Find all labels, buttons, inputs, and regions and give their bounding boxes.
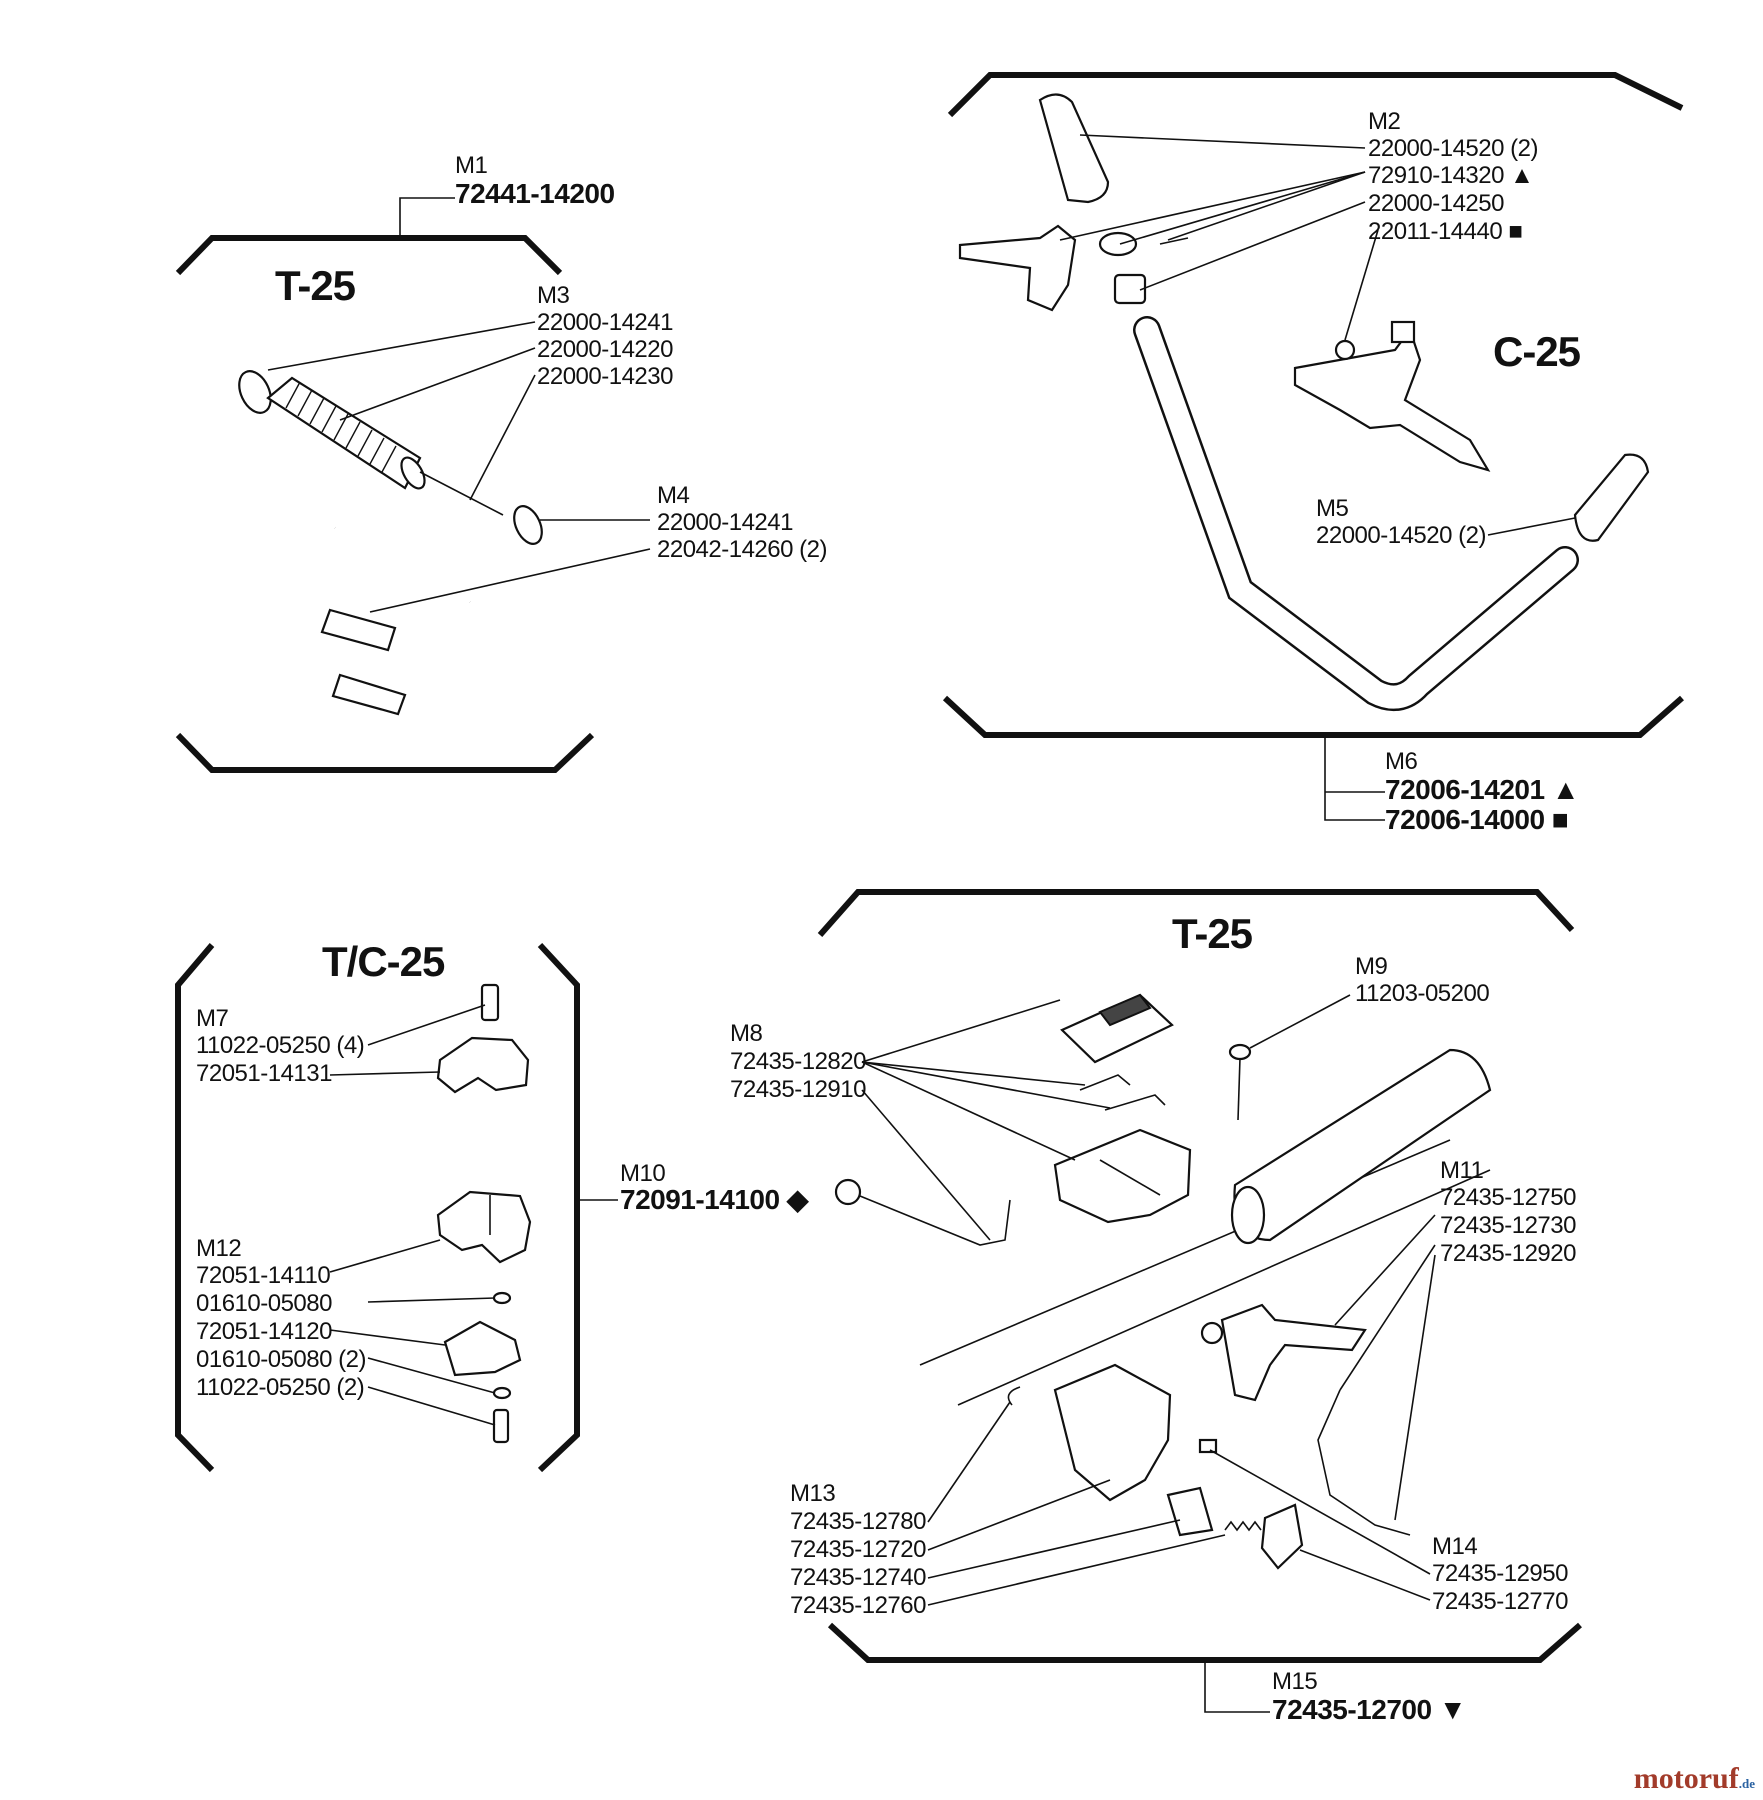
m3-id: M3 bbox=[537, 282, 570, 309]
m8-part-1: 72435-12820 bbox=[730, 1048, 866, 1075]
m9-screw bbox=[1228, 1043, 1252, 1121]
spring-pin bbox=[1166, 1486, 1304, 1570]
control-lever-c25 bbox=[1293, 320, 1491, 472]
hose-clamp-left bbox=[238, 370, 272, 414]
frame-top-left bbox=[175, 235, 595, 773]
ribbed-grip bbox=[266, 376, 426, 490]
m2-id: M2 bbox=[1368, 108, 1401, 135]
m2-part-3: 22000-14250 bbox=[1368, 190, 1504, 217]
hose-clamp-right bbox=[513, 505, 543, 545]
frame-bottom-right bbox=[817, 889, 1582, 1663]
switch-housing bbox=[1053, 1128, 1192, 1224]
m11-part-3: 72435-12920 bbox=[1440, 1240, 1576, 1267]
loop-handle bbox=[233, 513, 522, 729]
m11-id: M11 bbox=[1440, 1157, 1484, 1184]
m7-id: M7 bbox=[196, 1005, 229, 1032]
model-title-t25-top: T-25 bbox=[275, 262, 356, 309]
m11-part-2: 72435-12730 bbox=[1440, 1212, 1576, 1239]
m13-id: M13 bbox=[790, 1480, 836, 1507]
clamp-bolt-top bbox=[480, 983, 500, 1022]
m12-part-5: 11022-05250 (2) bbox=[196, 1374, 365, 1401]
m2-part-2: 72910-14320 ▲ bbox=[1368, 162, 1534, 189]
throttle-rod bbox=[419, 471, 504, 516]
m10-part: 72091-14100 ◆ bbox=[620, 1184, 808, 1215]
m15-id: M15 bbox=[1272, 1668, 1318, 1695]
m13-part-4: 72435-12760 bbox=[790, 1592, 926, 1619]
m4-part-2: 22042-14260 (2) bbox=[657, 536, 827, 563]
m1-part: 72441-14200 bbox=[455, 178, 615, 209]
m9-part-1: 11203-05200 bbox=[1355, 980, 1490, 1007]
clamp-base bbox=[436, 1190, 532, 1264]
m1-id: M1 bbox=[455, 152, 488, 179]
clamp-upper bbox=[436, 1036, 530, 1094]
m12-part-3: 72051-14120 bbox=[196, 1318, 332, 1345]
m6-part-1: 72006-14201 ▲ bbox=[1385, 774, 1580, 805]
throttle-cable bbox=[1317, 1389, 1411, 1536]
ground-wire bbox=[834, 1178, 1011, 1246]
m5-id: M5 bbox=[1316, 495, 1349, 522]
model-title-t25-bottom: T-25 bbox=[1172, 910, 1253, 957]
assembly-bracket-m15 bbox=[1204, 1662, 1270, 1713]
m11-part-1: 72435-12750 bbox=[1440, 1184, 1576, 1211]
m14-id: M14 bbox=[1432, 1533, 1478, 1560]
m12-part-2: 01610-05080 bbox=[196, 1290, 332, 1317]
grip-right bbox=[1573, 453, 1650, 542]
clamp-bolt-bottom bbox=[492, 1408, 510, 1444]
grip-top bbox=[1038, 93, 1110, 204]
m2-part-4: 22011-14440 ■ bbox=[1368, 218, 1523, 245]
frame-top-right bbox=[942, 72, 1684, 738]
m14-part-2: 72435-12770 bbox=[1432, 1588, 1568, 1615]
bent-handle-tube bbox=[1133, 316, 1579, 712]
clip bbox=[1007, 1386, 1218, 1454]
m12-part-4: 01610-05080 (2) bbox=[196, 1346, 366, 1373]
switch-plate bbox=[1060, 993, 1174, 1064]
m8-id: M8 bbox=[730, 1020, 763, 1047]
m3-part-2: 22000-14220 bbox=[537, 336, 673, 363]
watermark-brand: motoruf bbox=[1633, 1762, 1739, 1795]
m6-id: M6 bbox=[1385, 748, 1418, 775]
frame-bottom-left bbox=[175, 942, 580, 1473]
m7-part-2: 72051-14131 bbox=[196, 1060, 332, 1087]
m13-part-1: 72435-12780 bbox=[790, 1508, 926, 1535]
clamp-lower bbox=[443, 1320, 522, 1377]
m12-part-1: 72051-14110 bbox=[196, 1262, 331, 1289]
m6-part-2: 72006-14000 ■ bbox=[1385, 804, 1569, 835]
main-handle-tube bbox=[919, 1048, 1492, 1406]
m12-id: M12 bbox=[196, 1235, 242, 1262]
throttle-lever bbox=[1200, 1303, 1367, 1402]
watermark-logo[interactable]: motoruf.de bbox=[1634, 1762, 1755, 1796]
m4-part-1: 22000-14241 bbox=[657, 509, 793, 536]
m3-part-3: 22000-14230 bbox=[537, 363, 673, 390]
m13-part-2: 72435-12720 bbox=[790, 1536, 926, 1563]
model-title-tc25: T/C-25 bbox=[322, 938, 445, 985]
washer-1 bbox=[492, 1291, 512, 1305]
m3-part-1: 22000-14241 bbox=[537, 309, 673, 336]
m13-part-3: 72435-12740 bbox=[790, 1564, 926, 1591]
washer-2 bbox=[492, 1386, 512, 1400]
m8-part-2: 72435-12910 bbox=[730, 1076, 866, 1103]
control-lever-left bbox=[958, 224, 1189, 312]
model-title-c25: C-25 bbox=[1493, 328, 1581, 375]
switch-springs bbox=[1079, 1074, 1166, 1111]
m15-part: 72435-12700 ▼ bbox=[1272, 1694, 1467, 1725]
m5-part-1: 22000-14520 (2) bbox=[1316, 522, 1486, 549]
m7-part-1: 11022-05250 (4) bbox=[196, 1032, 365, 1059]
leader-lines bbox=[267, 134, 1576, 1606]
assembly-bracket-m6 bbox=[1324, 738, 1385, 821]
m4-id: M4 bbox=[657, 482, 690, 509]
m10-id: M10 bbox=[620, 1160, 666, 1187]
m9-id: M9 bbox=[1355, 953, 1388, 980]
watermark-suffix: .de bbox=[1738, 1776, 1755, 1791]
assembly-bracket-m1 bbox=[399, 197, 455, 235]
throttle-housing-lower bbox=[1053, 1363, 1172, 1502]
m14-part-1: 72435-12950 bbox=[1432, 1560, 1568, 1587]
m2-part-1: 22000-14520 (2) bbox=[1368, 135, 1538, 162]
